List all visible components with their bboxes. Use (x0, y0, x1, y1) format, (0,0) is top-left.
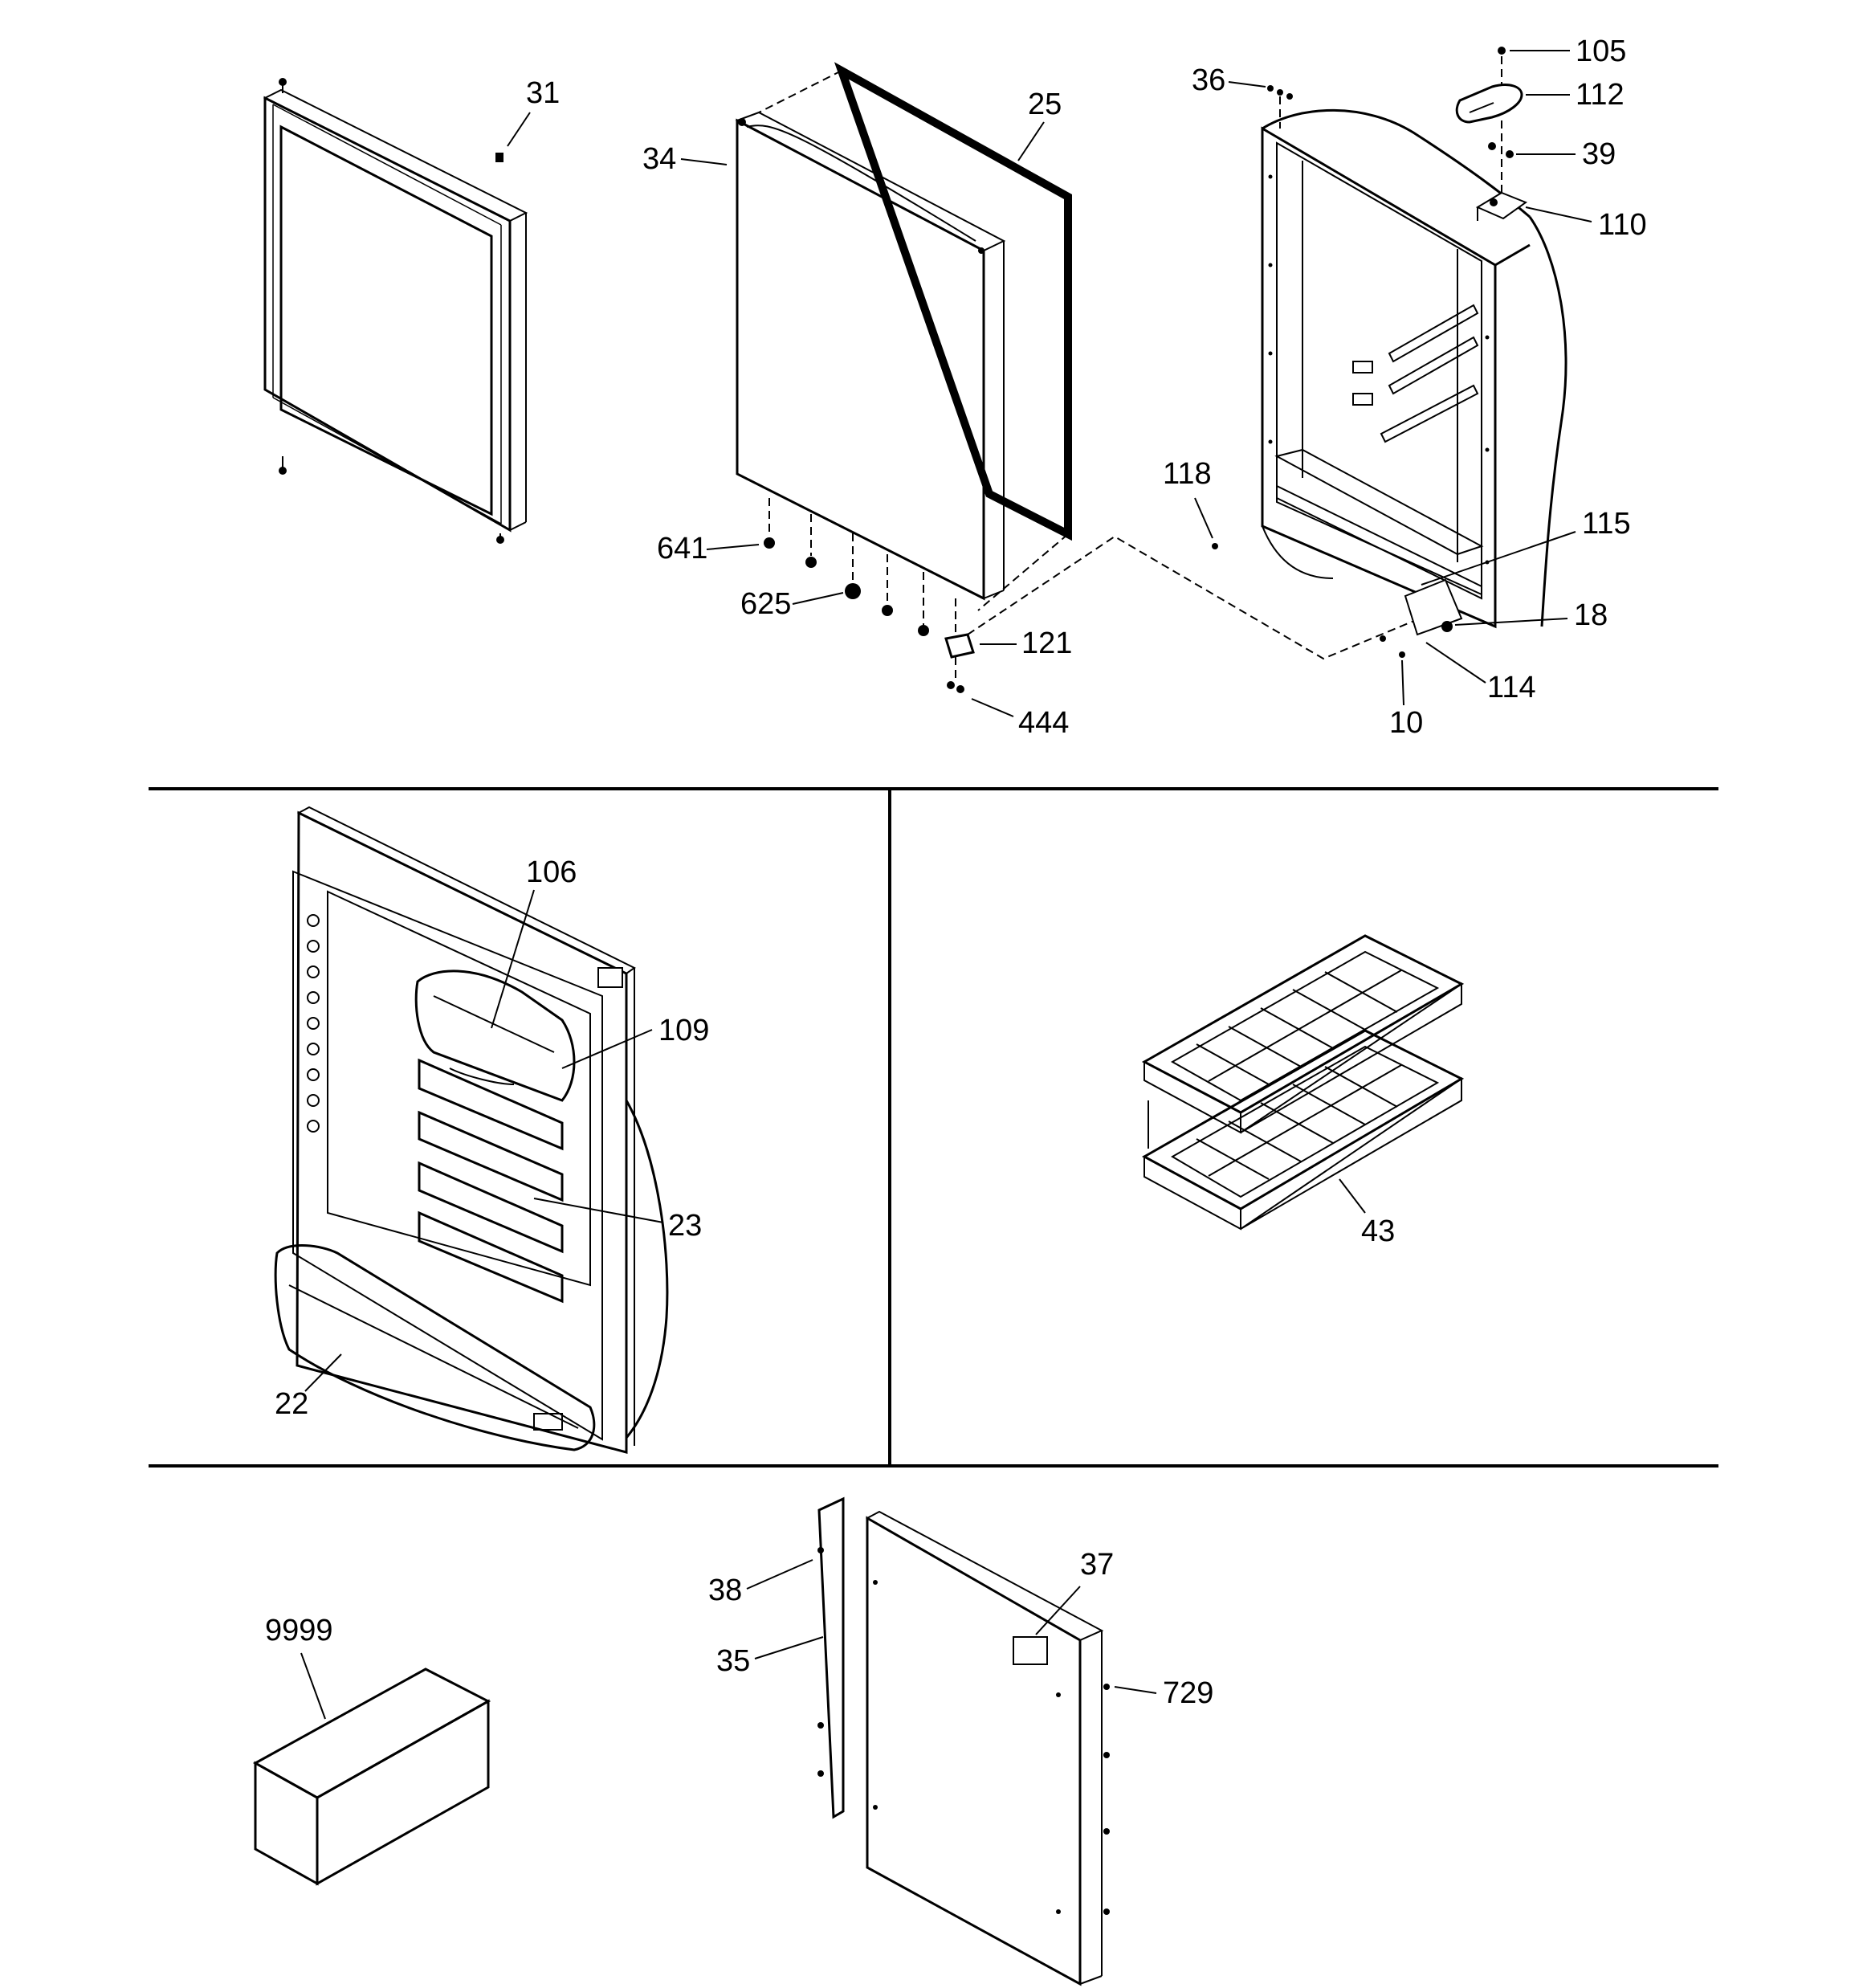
cabinet-drawing (1212, 108, 1567, 658)
literature-box-drawing (252, 1668, 491, 1886)
top-hinge-drawing (1267, 47, 1528, 221)
callout-37-label: 37 (1080, 1548, 1114, 1582)
callout-114-label: 114 (1487, 671, 1536, 704)
callout-34: 34 (642, 142, 728, 176)
callout-112: 112 (1526, 78, 1625, 112)
callout-23-label: 23 (668, 1209, 702, 1243)
callout-9999: 9999 (265, 1614, 333, 1720)
gasket-drawing (758, 62, 1072, 611)
callout-18-label: 18 (1574, 598, 1608, 632)
callout-114: 114 (1425, 642, 1536, 704)
callout-641-label: 641 (657, 532, 707, 565)
callout-444: 444 (971, 698, 1069, 740)
callout-23: 23 (533, 1198, 702, 1243)
callout-112-label: 112 (1576, 78, 1625, 112)
callout-38-label: 38 (708, 1574, 742, 1607)
callout-110-label: 110 (1598, 208, 1647, 242)
callout-729-label: 729 (1163, 1676, 1213, 1710)
callout-109-label: 109 (658, 1014, 709, 1047)
callout-31: 31 (507, 76, 560, 147)
callout-105: 105 (1510, 35, 1626, 68)
frame-drawing (263, 78, 528, 544)
section-dividers (149, 787, 1718, 1468)
callout-118: 118 (1163, 457, 1213, 539)
door-panel-drawing (735, 111, 1006, 636)
callout-25-label: 25 (1028, 88, 1062, 121)
callout-22-label: 22 (275, 1387, 308, 1421)
callout-109: 109 (561, 1014, 709, 1069)
callout-625-label: 625 (740, 587, 791, 621)
callout-105-label: 105 (1576, 35, 1626, 68)
callout-729: 729 (1114, 1676, 1213, 1710)
callout-25: 25 (1017, 88, 1062, 161)
callout-34-label: 34 (642, 142, 676, 176)
callout-115-label: 115 (1582, 507, 1631, 541)
callout-121: 121 (980, 627, 1072, 660)
callout-18: 18 (1454, 598, 1608, 632)
callout-35: 35 (716, 1636, 824, 1678)
callout-43: 43 (1339, 1178, 1395, 1248)
callout-37: 37 (1035, 1548, 1114, 1635)
callout-22: 22 (275, 1353, 342, 1421)
callout-115: 115 (1421, 507, 1631, 586)
callout-10-label: 10 (1389, 706, 1423, 740)
door-assembly-drawing (274, 806, 669, 1454)
dashed-link (967, 535, 1430, 660)
callout-110: 110 (1525, 206, 1647, 242)
callout-9999-label: 9999 (265, 1614, 333, 1647)
callout-35-label: 35 (716, 1644, 750, 1678)
callout-118-label: 118 (1163, 457, 1212, 491)
callout-10: 10 (1389, 659, 1423, 740)
callout-39: 39 (1516, 137, 1616, 171)
hinge-cover-drawing (944, 598, 975, 693)
callout-36-label: 36 (1192, 63, 1225, 97)
callout-38: 38 (708, 1559, 813, 1607)
callout-36: 36 (1192, 63, 1266, 97)
panel-kit-drawing (817, 1496, 1110, 1986)
callout-641: 641 (657, 532, 760, 565)
callout-39-label: 39 (1582, 137, 1616, 171)
callout-43-label: 43 (1361, 1214, 1395, 1248)
callout-444-label: 444 (1018, 706, 1069, 740)
callout-106-label: 106 (526, 855, 577, 889)
callout-106: 106 (491, 855, 577, 1029)
ice-trays-drawing (1141, 934, 1465, 1231)
callout-625: 625 (740, 587, 844, 621)
callout-31-label: 31 (526, 76, 560, 110)
callout-121-label: 121 (1021, 627, 1072, 660)
